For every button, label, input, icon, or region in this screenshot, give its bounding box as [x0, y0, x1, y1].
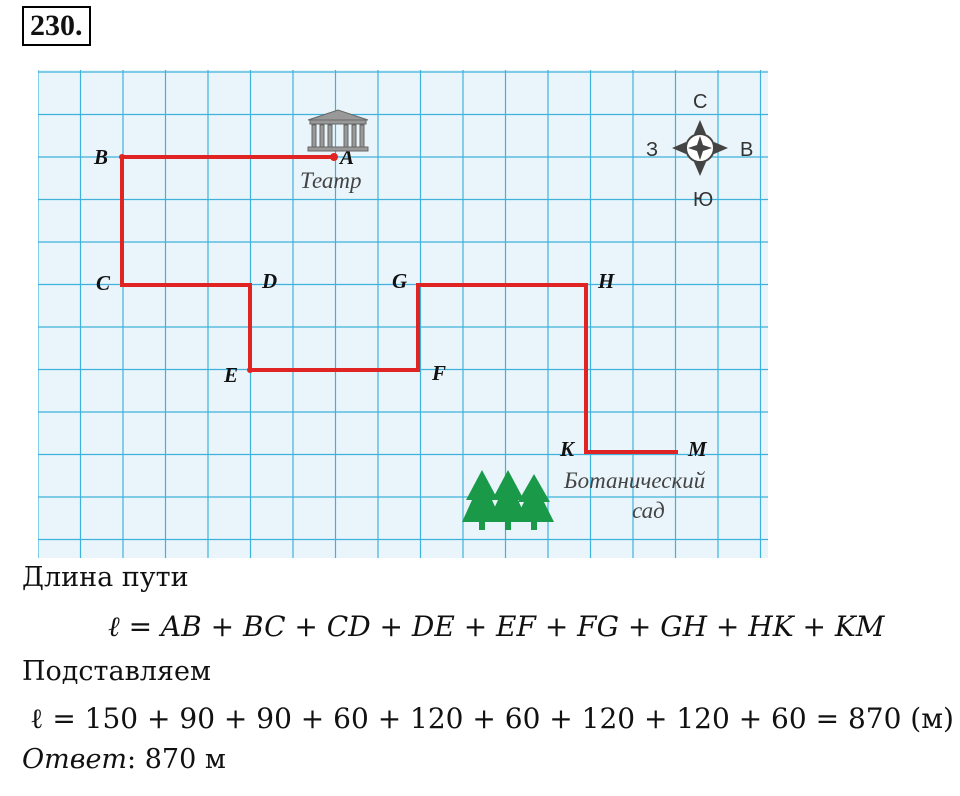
answer-value: : 870 м — [127, 744, 226, 775]
trees-icon — [462, 470, 554, 530]
path-length-heading: Длина пути — [22, 562, 189, 593]
answer-label: Ответ — [22, 744, 128, 775]
compass-icon — [672, 120, 728, 176]
map-background — [38, 70, 768, 558]
compass-east: В — [740, 139, 753, 161]
formula-numeric: ℓ = 150 + 90 + 90 + 60 + 120 + 60 + 120 … — [30, 702, 954, 735]
answer-line: Ответ: 870 м — [22, 744, 226, 775]
point-b-marker — [119, 154, 125, 160]
compass-west: З — [646, 139, 658, 161]
theatre-icon — [307, 109, 369, 152]
substitute-heading: Подставляем — [22, 656, 211, 687]
point-label-b: B — [93, 145, 108, 169]
point-e-marker — [247, 367, 253, 373]
garden-label-line2: сад — [632, 498, 665, 523]
compass-north: С — [693, 91, 707, 113]
route-map-svg: B A C D E F G H K M Театр Ботанический с… — [38, 70, 768, 558]
point-label-d: D — [261, 269, 277, 293]
point-label-e: E — [223, 363, 238, 387]
point-label-h: H — [597, 269, 615, 293]
garden-label-line1: Ботанический — [563, 468, 706, 493]
point-label-f: F — [431, 361, 446, 385]
problem-number: 230. — [22, 6, 91, 46]
route-map: B A C D E F G H K M Театр Ботанический с… — [38, 70, 768, 558]
compass-south: Ю — [693, 189, 713, 211]
point-label-g: G — [392, 269, 407, 293]
formula-general: ℓ = AB + BC + CD + DE + EF + FG + GH + H… — [108, 610, 885, 643]
point-label-c: C — [96, 271, 111, 295]
point-a-marker — [330, 153, 338, 161]
point-label-m: M — [687, 437, 708, 461]
theatre-label: Театр — [300, 168, 361, 193]
route-path — [120, 155, 678, 454]
point-label-k: K — [559, 437, 576, 461]
